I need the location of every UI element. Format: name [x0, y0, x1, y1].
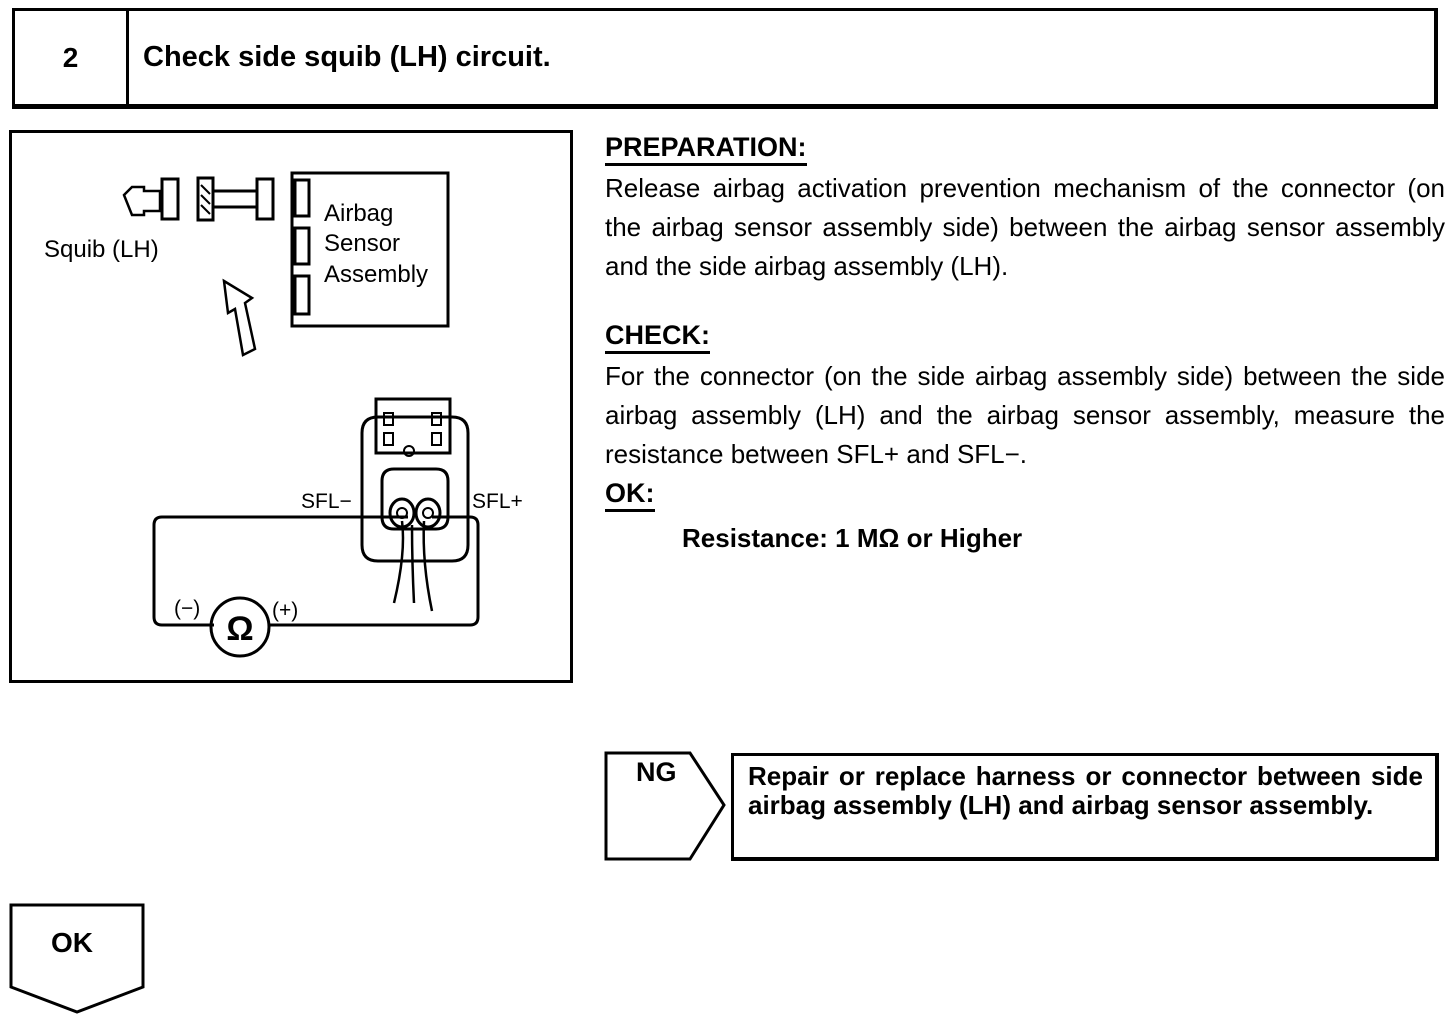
ng-result-box: NG: [604, 751, 728, 861]
step-number: 2: [15, 11, 129, 104]
diagram-drawing: Squib (LH) Airbag Sensor Assembly SFL− S…: [44, 171, 523, 658]
terminal-minus-label: SFL−: [301, 490, 352, 513]
sensor-label-line2: Sensor: [324, 230, 400, 257]
circuit-diagram: Squib (LH) Airbag Sensor Assembly SFL− S…: [9, 130, 573, 683]
sensor-label-line1: Airbag: [324, 200, 393, 227]
ok-spec-title: OK:: [605, 477, 655, 512]
sensor-label-line3: Assembly: [324, 261, 428, 288]
ok-label: OK: [51, 927, 93, 958]
ok-arrow-down-icon: [9, 903, 145, 1014]
ng-arrow-icon: [604, 751, 726, 861]
arrow-down-icon: [222, 278, 257, 357]
side-airbag-connector-icon: [360, 397, 470, 612]
check-text: For the connector (on the side airbag as…: [605, 361, 1445, 469]
meter-plus-label: (+): [272, 599, 298, 622]
ok-spec-value: Resistance: 1 MΩ or Higher: [682, 523, 1023, 553]
instructions: PREPARATION: Release airbag activation p…: [605, 128, 1445, 558]
squib-label: Squib (LH): [44, 236, 159, 263]
meter-minus-label: (−): [174, 597, 200, 620]
preparation-title: PREPARATION:: [605, 131, 807, 166]
check-title: CHECK:: [605, 319, 710, 354]
ok-result-box: OK: [9, 903, 146, 1015]
preparation-text: Release airbag activation prevention mec…: [605, 173, 1445, 281]
step-title: Check side squib (LH) circuit.: [143, 41, 551, 73]
ng-label: NG: [636, 757, 677, 787]
step-header: 2 Check side squib (LH) circuit.: [12, 8, 1438, 109]
ohm-symbol: Ω: [226, 610, 253, 648]
terminal-plus-label: SFL+: [472, 490, 523, 513]
airbag-sensor-assembly-box: [290, 171, 450, 328]
ohmmeter-icon: [209, 596, 271, 658]
ng-action-box: Repair or replace harness or connector b…: [731, 753, 1439, 861]
squib-connector-icon: [122, 177, 180, 221]
connector-icon: [196, 176, 275, 222]
